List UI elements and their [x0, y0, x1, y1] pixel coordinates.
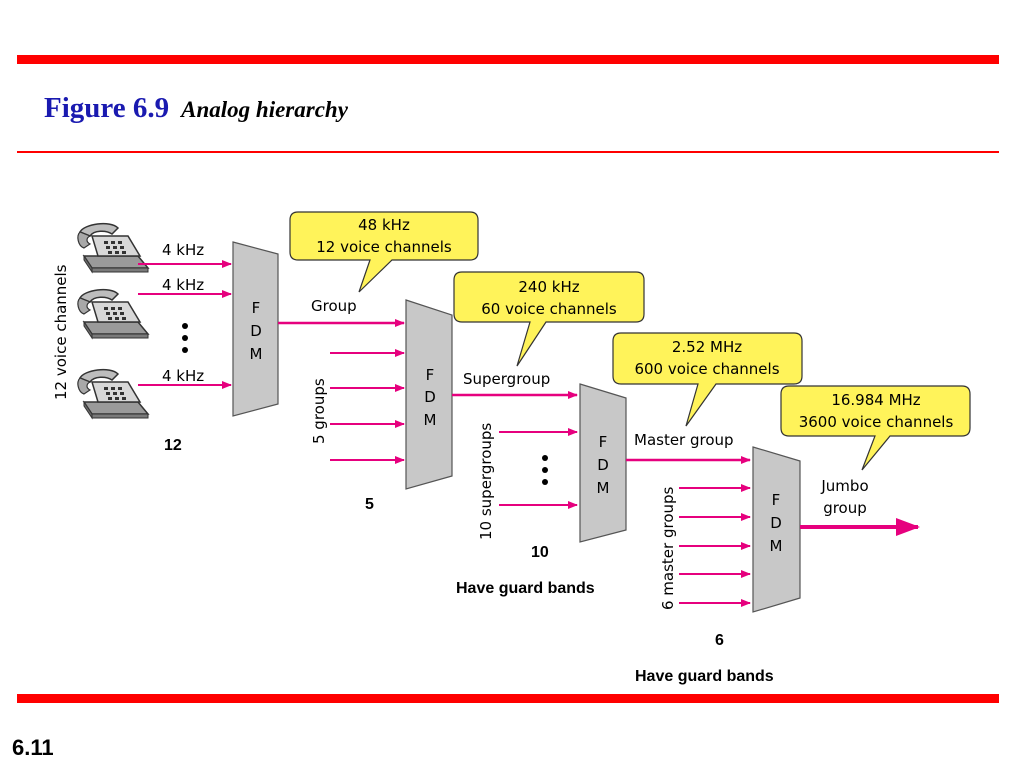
stage-4-guard-band-note: Have guard bands — [635, 668, 774, 685]
fdm-multiplexer — [405, 299, 453, 490]
ellipsis-dots — [542, 455, 548, 485]
fdm-letter: D — [597, 456, 609, 474]
fdm-letter: D — [250, 322, 262, 340]
top-red-rule — [17, 55, 999, 64]
callout-frequency: 48 kHz — [358, 216, 410, 234]
bottom-red-rule — [17, 694, 999, 703]
telephone-icon — [77, 222, 149, 273]
callout-frequency: 240 kHz — [518, 278, 579, 296]
callout-bubble — [453, 271, 645, 367]
callout-frequency: 16.984 MHz — [831, 391, 920, 409]
stage-4-count: 6 — [715, 632, 724, 649]
stage-2-groups: 5 groups F D M Supergroup 240 kHz 60 voi… — [310, 271, 645, 490]
stage-3-guard-band-note: Have guard bands — [456, 580, 595, 597]
title-underline-rule — [17, 151, 999, 153]
output-label: Master group — [634, 431, 734, 449]
callout-bubble — [780, 385, 971, 471]
side-label: 6 master groups — [659, 486, 677, 610]
figure-number: Figure 6.9 — [44, 92, 170, 124]
fdm-letter: F — [426, 366, 435, 384]
callout-channels: 600 voice channels — [634, 360, 779, 378]
fdm-letter: M — [770, 537, 783, 555]
stage-1-voice-channels: 4 kHz 4 kHz 4 kHz 12 voice channels F D … — [52, 211, 479, 419]
output-label: Jumbo — [820, 477, 868, 495]
fdm-letter: M — [424, 411, 437, 429]
input-bandwidth-label: 4 kHz — [162, 367, 204, 385]
input-bandwidth-label: 4 kHz — [162, 241, 204, 259]
fdm-multiplexer — [752, 446, 801, 613]
side-label: 12 voice channels — [52, 264, 70, 400]
slide-number: 6.11 — [12, 735, 54, 760]
stage-4-master-groups: 6 master groups F D M Jumbo group 16.984… — [659, 385, 971, 613]
stage-1-count: 12 — [164, 437, 182, 454]
side-label: 5 groups — [310, 378, 328, 444]
fdm-letter: D — [770, 514, 782, 532]
slide-title: Figure 6.9 Analog hierarchy — [44, 92, 348, 125]
stage-3-supergroups: 10 supergroups F D M Master group 2.52 M… — [477, 332, 803, 543]
output-label: Supergroup — [463, 370, 550, 388]
fdm-letter: M — [597, 479, 610, 497]
fdm-letter: F — [252, 299, 261, 317]
figure-subtitle: Analog hierarchy — [181, 97, 348, 122]
callout-bubble — [289, 211, 479, 293]
side-label: 10 supergroups — [477, 423, 495, 540]
callout-frequency: 2.52 MHz — [672, 338, 742, 356]
callout-channels: 3600 voice channels — [799, 413, 954, 431]
fdm-multiplexer — [232, 241, 279, 417]
telephone-icon — [77, 368, 149, 419]
ellipsis-dots — [182, 323, 188, 353]
output-label: Group — [311, 297, 357, 315]
fdm-letter: F — [599, 433, 608, 451]
callout-bubble — [612, 332, 803, 427]
output-label: group — [823, 499, 867, 517]
telephone-icon — [77, 288, 149, 339]
fdm-letter: M — [250, 345, 263, 363]
fdm-multiplexer — [579, 383, 627, 543]
fdm-letter: D — [424, 388, 436, 406]
input-bandwidth-label: 4 kHz — [162, 276, 204, 294]
callout-channels: 12 voice channels — [316, 238, 452, 256]
callout-channels: 60 voice channels — [481, 300, 617, 318]
stage-3-count: 10 — [531, 544, 549, 561]
fdm-letter: F — [772, 491, 781, 509]
stage-2-count: 5 — [365, 496, 374, 513]
